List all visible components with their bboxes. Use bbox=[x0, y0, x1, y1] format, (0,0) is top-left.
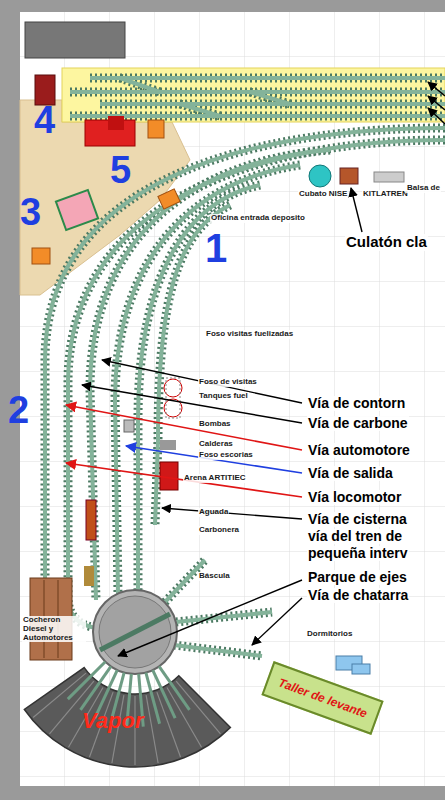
building-label: Carbonera bbox=[198, 526, 240, 535]
building-label: Foso escorias bbox=[198, 451, 254, 460]
roundhouse-outline bbox=[20, 600, 250, 775]
building-label: Cocheron Diesel y Automotores bbox=[22, 616, 86, 642]
track-callout: Vía de contorn bbox=[307, 396, 406, 411]
building-label: Foso de visitas bbox=[198, 378, 258, 387]
area-number: 4 bbox=[34, 100, 55, 142]
building-label: Oficina entrada deposito bbox=[210, 214, 306, 223]
area-number: 1 bbox=[205, 226, 227, 270]
building-label: Báscula bbox=[198, 572, 231, 581]
track-callout: Culatón cla bbox=[345, 234, 428, 251]
building-label: KITLATREN bbox=[362, 190, 409, 199]
area-number: 5 bbox=[110, 150, 131, 192]
track-callout: Vía automotore bbox=[307, 443, 411, 458]
building-label: Cubato NISE bbox=[298, 190, 348, 199]
building-label: Bombas bbox=[198, 420, 232, 429]
area-number: 3 bbox=[20, 192, 41, 234]
building-label: Arena ARTITIEC bbox=[183, 474, 247, 483]
track-callout: Vía de salida bbox=[307, 466, 394, 481]
track-callout: Vía de chatarra bbox=[307, 588, 409, 603]
area-number: 2 bbox=[8, 390, 29, 432]
building-label: Balsa de bbox=[406, 184, 441, 193]
building-label: Calderas bbox=[198, 440, 234, 449]
building-label: Tanques fuel bbox=[198, 392, 249, 401]
building-label: Aguada bbox=[198, 508, 229, 517]
track-callout: Vía de carbone bbox=[307, 416, 409, 431]
track-callout: Vía locomotor bbox=[307, 490, 402, 505]
roundhouse: Vapor bbox=[20, 600, 250, 775]
track-callout: Vía de cisterna bbox=[307, 512, 408, 527]
track-callout: pequeña interv bbox=[307, 546, 409, 561]
node-title: Vapor bbox=[82, 708, 144, 734]
track-callout: vía del tren de bbox=[307, 529, 403, 544]
track-callout: Parque de ejes bbox=[307, 570, 408, 585]
building-label: Dormitorios bbox=[306, 630, 353, 639]
building-label: Foso visitas fuelizadas bbox=[205, 330, 294, 339]
